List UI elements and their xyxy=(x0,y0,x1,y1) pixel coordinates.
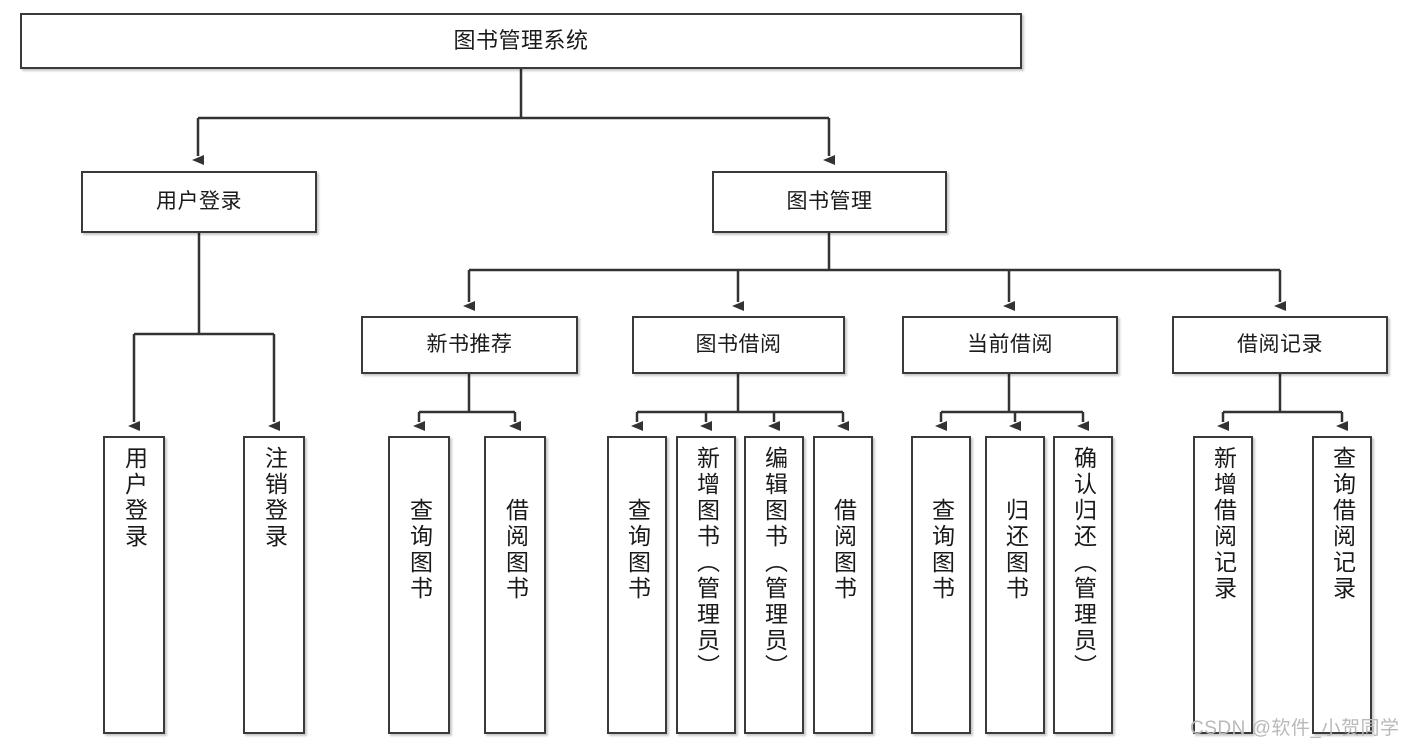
leaf-query-borrow-record-label: 查询借阅记录 xyxy=(1329,446,1356,602)
leaf-confirm-return-admin-label: 确认归还（管理员） xyxy=(1070,446,1097,680)
leaf-edit-book-admin[interactable]: 编辑图书（管理员） xyxy=(744,436,804,734)
node-root[interactable]: 图书管理系统 xyxy=(20,13,1022,69)
node-book-borrow-label: 图书借阅 xyxy=(695,333,782,357)
node-borrow-records-label: 借阅记录 xyxy=(1237,333,1323,357)
node-current-borrow[interactable]: 当前借阅 xyxy=(902,316,1118,374)
leaf-add-book-admin-label: 新增图书（管理员） xyxy=(693,446,720,680)
leaf-user-login-label: 用户登录 xyxy=(121,446,148,550)
node-new-book-recommend[interactable]: 新书推荐 xyxy=(361,316,578,374)
leaf-add-borrow-record-label: 新增借阅记录 xyxy=(1210,446,1237,602)
leaf-query-books-recommend[interactable]: 查询图书 xyxy=(388,436,450,734)
leaf-query-books-recommend-label: 查询图书 xyxy=(406,498,433,602)
node-book-management[interactable]: 图书管理 xyxy=(712,171,947,233)
leaf-logout[interactable]: 注销登录 xyxy=(243,436,305,734)
leaf-query-books-current[interactable]: 查询图书 xyxy=(911,436,971,734)
leaf-query-books-borrow-label: 查询图书 xyxy=(624,498,651,602)
leaf-user-login[interactable]: 用户登录 xyxy=(103,436,165,734)
node-user-login-label: 用户登录 xyxy=(156,190,242,214)
leaf-query-borrow-record[interactable]: 查询借阅记录 xyxy=(1312,436,1372,734)
node-new-book-recommend-label: 新书推荐 xyxy=(426,333,513,357)
leaf-add-borrow-record[interactable]: 新增借阅记录 xyxy=(1193,436,1253,734)
leaf-borrow-books-recommend-label: 借阅图书 xyxy=(502,498,529,602)
csdn-watermark: CSDN @软件_小贺同学 xyxy=(1190,718,1400,739)
leaf-query-books-borrow[interactable]: 查询图书 xyxy=(607,436,667,734)
leaf-query-books-current-label: 查询图书 xyxy=(928,498,955,602)
leaf-logout-label: 注销登录 xyxy=(261,446,288,550)
leaf-return-books[interactable]: 归还图书 xyxy=(985,436,1045,734)
leaf-return-books-label: 归还图书 xyxy=(1002,498,1029,602)
leaf-borrow-books-recommend[interactable]: 借阅图书 xyxy=(484,436,546,734)
node-book-management-label: 图书管理 xyxy=(786,190,873,214)
leaf-edit-book-admin-label: 编辑图书（管理员） xyxy=(761,446,788,680)
node-root-label: 图书管理系统 xyxy=(453,27,589,53)
node-book-borrow[interactable]: 图书借阅 xyxy=(632,316,845,374)
node-current-borrow-label: 当前借阅 xyxy=(967,333,1053,357)
node-user-login[interactable]: 用户登录 xyxy=(81,171,317,233)
leaf-confirm-return-admin[interactable]: 确认归还（管理员） xyxy=(1053,436,1113,734)
leaf-borrow-books-label: 借阅图书 xyxy=(830,498,857,602)
leaf-borrow-books[interactable]: 借阅图书 xyxy=(813,436,873,734)
leaf-add-book-admin[interactable]: 新增图书（管理员） xyxy=(676,436,736,734)
node-borrow-records[interactable]: 借阅记录 xyxy=(1172,316,1388,374)
